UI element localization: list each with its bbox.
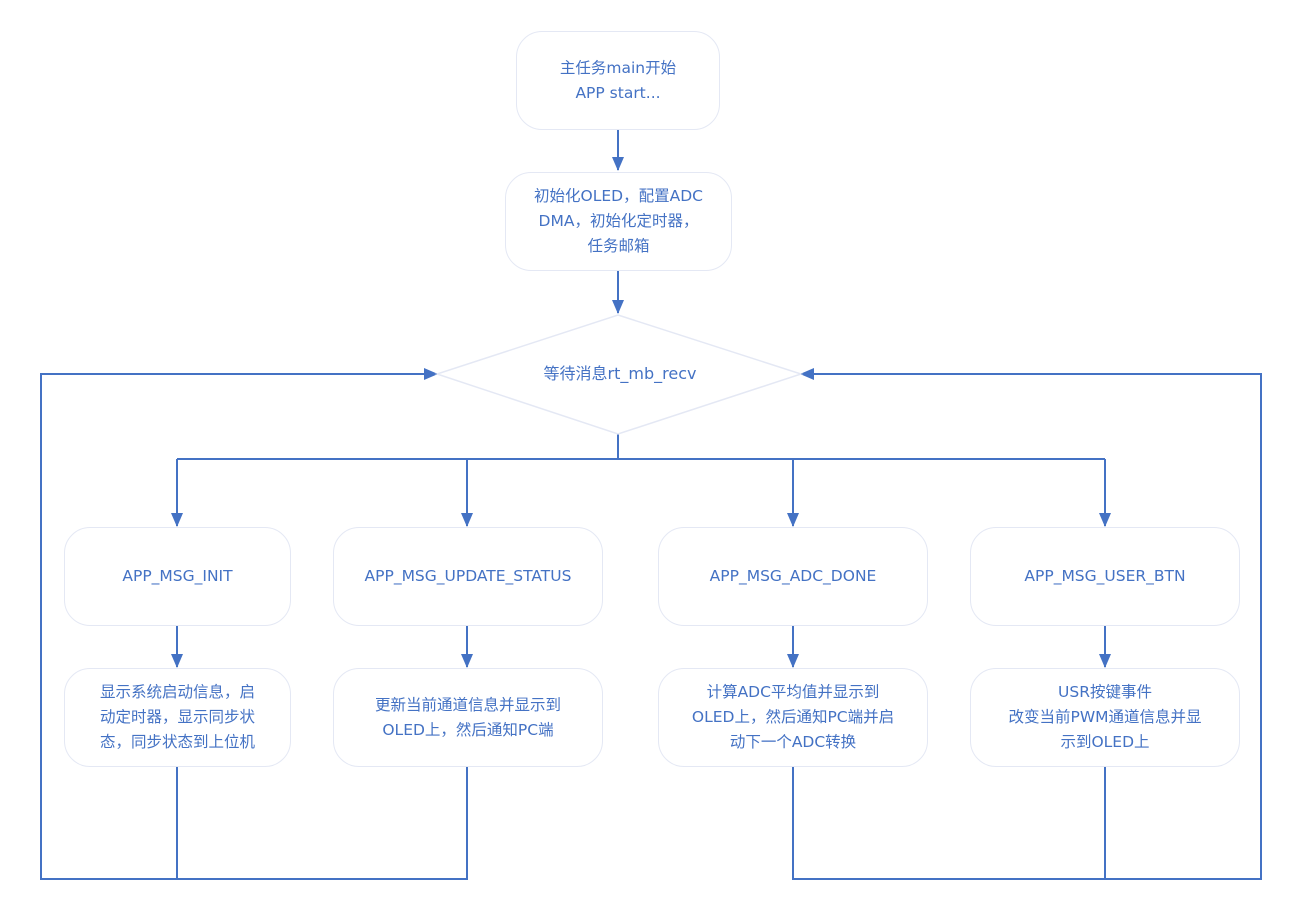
edge-left-loop-join <box>177 766 468 880</box>
wait-decision-diamond <box>434 314 804 435</box>
start-node-text: 主任务main开始 APP start... <box>559 58 677 102</box>
wait-decision-text: 等待消息rt_mb_recv <box>543 364 697 383</box>
action-update-status-text: 更新当前通道信息并显示到 OLED上，然后通知PC端 <box>374 695 561 739</box>
msg-update-status-label: APP_MSG_UPDATE_STATUS <box>364 567 572 585</box>
edge-right-loop-join <box>792 766 1105 880</box>
action-adc-done-text: 计算ADC平均值并显示到 OLED上，然后通知PC端并启 动下一个ADC转换 <box>691 683 895 751</box>
action-user-btn-text: USR按键事件 改变当前PWM通道信息并显 示到OLED上 <box>1008 683 1202 751</box>
action-init-text: 显示系统启动信息，启 动定时器，显示同步状 态，同步状态到上位机 <box>99 683 255 751</box>
msg-user-btn-label: APP_MSG_USER_BTN <box>1024 567 1186 585</box>
action-update-status-node: 更新当前通道信息并显示到 OLED上，然后通知PC端 <box>333 668 603 767</box>
action-adc-done-node: 计算ADC平均值并显示到 OLED上，然后通知PC端并启 动下一个ADC转换 <box>658 668 928 767</box>
msg-init-label: APP_MSG_INIT <box>122 567 233 585</box>
msg-user-btn-node: APP_MSG_USER_BTN <box>970 527 1240 626</box>
msg-update-status-node: APP_MSG_UPDATE_STATUS <box>333 527 603 626</box>
init-node-text: 初始化OLED，配置ADC DMA，初始化定时器， 任务邮箱 <box>534 187 703 255</box>
msg-init-node: APP_MSG_INIT <box>64 527 291 626</box>
action-user-btn-node: USR按键事件 改变当前PWM通道信息并显 示到OLED上 <box>970 668 1240 767</box>
start-node: 主任务main开始 APP start... <box>516 31 720 130</box>
msg-adc-done-node: APP_MSG_ADC_DONE <box>658 527 928 626</box>
init-node: 初始化OLED，配置ADC DMA，初始化定时器， 任务邮箱 <box>505 172 732 271</box>
msg-adc-done-label: APP_MSG_ADC_DONE <box>709 567 877 585</box>
action-init-node: 显示系统启动信息，启 动定时器，显示同步状 态，同步状态到上位机 <box>64 668 291 767</box>
edge-right-loop <box>800 368 1262 880</box>
edge-left-loop <box>40 368 438 880</box>
